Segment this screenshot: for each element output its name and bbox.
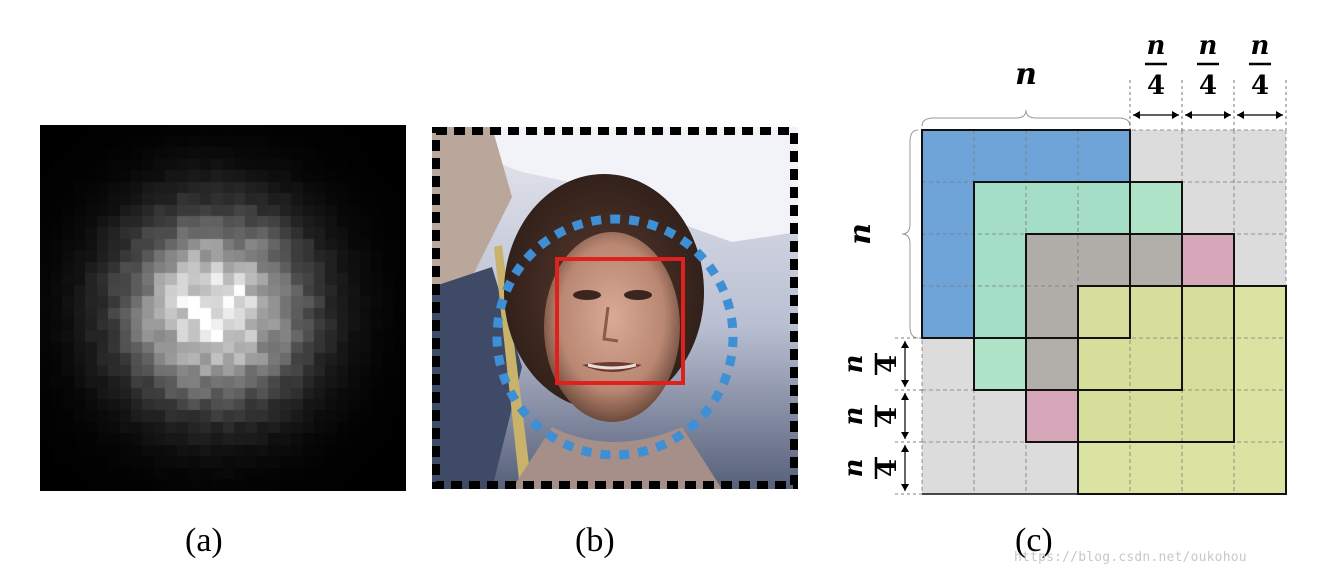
overlap-cell [1026,390,1078,442]
grid-cell [1130,130,1182,182]
left-arrowhead [901,341,909,348]
left-fraction-2-numerator: n [839,407,869,426]
grid-cell [922,442,974,494]
gaussian-heatmap-image [40,125,406,491]
left-n-label: n [843,223,878,245]
grid-cell [1234,182,1286,234]
top-n-label: n [1015,57,1037,92]
top-arrowhead [1133,111,1140,119]
left-brace [901,129,919,339]
top-arrowhead [1185,111,1192,119]
image-dashed-border [432,127,798,489]
top-brace [921,109,1131,127]
grid-cell [1182,130,1234,182]
grid-cell [1234,234,1286,286]
gaussian-heatmap-panel [40,125,406,491]
search-region-circle [492,214,738,460]
grid-cell [974,390,1026,442]
left-fraction-2-denominator: 4 [873,407,903,425]
left-arrowhead [901,432,909,439]
window-3-outline [1025,233,1235,443]
grid-layer [921,129,1287,495]
left-fraction-1-denominator: 4 [873,355,903,373]
top-fraction-2-denominator: 4 [1199,71,1217,101]
grid-cell [1234,130,1286,182]
grid-cell [922,390,974,442]
grid-cell [1026,442,1078,494]
top-fraction-1-numerator: n [1147,31,1166,61]
caption-a: (a) [185,522,223,559]
top-arrowhead [1172,111,1179,119]
left-fraction-3-denominator: 4 [873,459,903,477]
top-fraction-3-denominator: 4 [1251,71,1269,101]
face-bounding-box [555,257,685,385]
face-image [432,127,798,489]
face-image-panel [432,127,798,489]
top-arrowhead [1276,111,1283,119]
left-arrowhead [901,393,909,400]
top-arrowhead [1224,111,1231,119]
watermark: https://blog.csdn.net/oukohou [1014,550,1247,565]
grid-cell [974,442,1026,494]
left-fraction-3-numerator: n [839,459,869,478]
left-fraction-1-numerator: n [839,355,869,374]
grid-cell [1182,182,1234,234]
left-arrowhead [901,445,909,452]
left-arrowhead [901,484,909,491]
top-fraction-1-denominator: 4 [1147,71,1165,101]
top-fraction-3-numerator: n [1251,31,1270,61]
caption-c: (c) [1015,522,1053,559]
left-arrowhead [901,380,909,387]
overlap-cell [1182,234,1234,286]
top-arrowhead [1237,111,1244,119]
top-fraction-2-numerator: n [1199,31,1218,61]
grid-cell [922,338,974,390]
caption-b: (b) [575,522,615,559]
